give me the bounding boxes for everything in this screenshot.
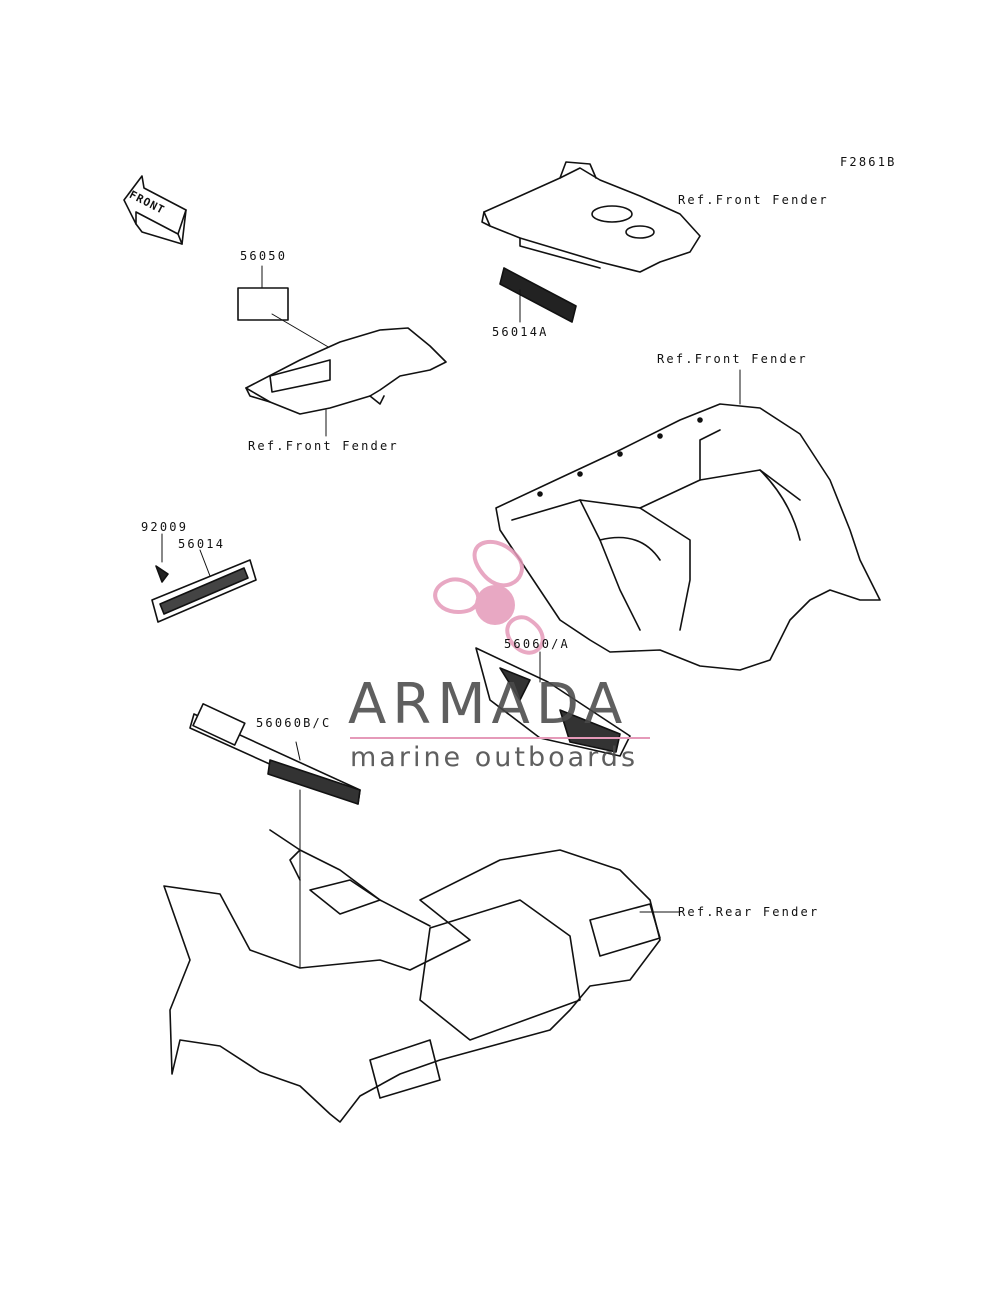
kawasaki-decal-56014a: [499, 267, 577, 323]
part-56014a-label: 56014A: [492, 325, 549, 339]
decal-56060a: [475, 647, 631, 757]
watermark-divider: [350, 737, 650, 739]
ref-front-fender-mid-label: Ref.Front Fender: [657, 352, 808, 366]
front-fender-cover-top: [481, 161, 701, 273]
part-56060bc-label: 56060B/C: [256, 716, 332, 730]
ref-front-fender-left-label: Ref.Front Fender: [248, 439, 399, 453]
armada-logo-icon: [433, 540, 545, 655]
screw-92009: [155, 533, 169, 583]
ref-rear-fender-label: Ref.Rear Fender: [678, 905, 820, 919]
decal-56060bc: [189, 703, 361, 1001]
front-direction-arrow: [123, 175, 187, 245]
rear-fender: [163, 829, 681, 1123]
watermark-brand: ARMADA: [348, 672, 629, 737]
kawasaki-decal-56014: [151, 549, 257, 623]
watermark-tagline: marine outboards: [350, 742, 639, 773]
ref-front-fender-top-label: Ref.Front Fender: [678, 193, 829, 207]
label-56050: [237, 265, 331, 349]
part-92009-label: 92009: [141, 520, 189, 534]
figure-code: F2861B: [840, 155, 897, 169]
front-fender-cover-left: [245, 327, 447, 437]
part-56060a-label: 56060/A: [504, 637, 570, 651]
part-56014-label: 56014: [178, 537, 226, 551]
front-fender-main: [495, 369, 881, 671]
part-56050-label: 56050: [240, 249, 288, 263]
